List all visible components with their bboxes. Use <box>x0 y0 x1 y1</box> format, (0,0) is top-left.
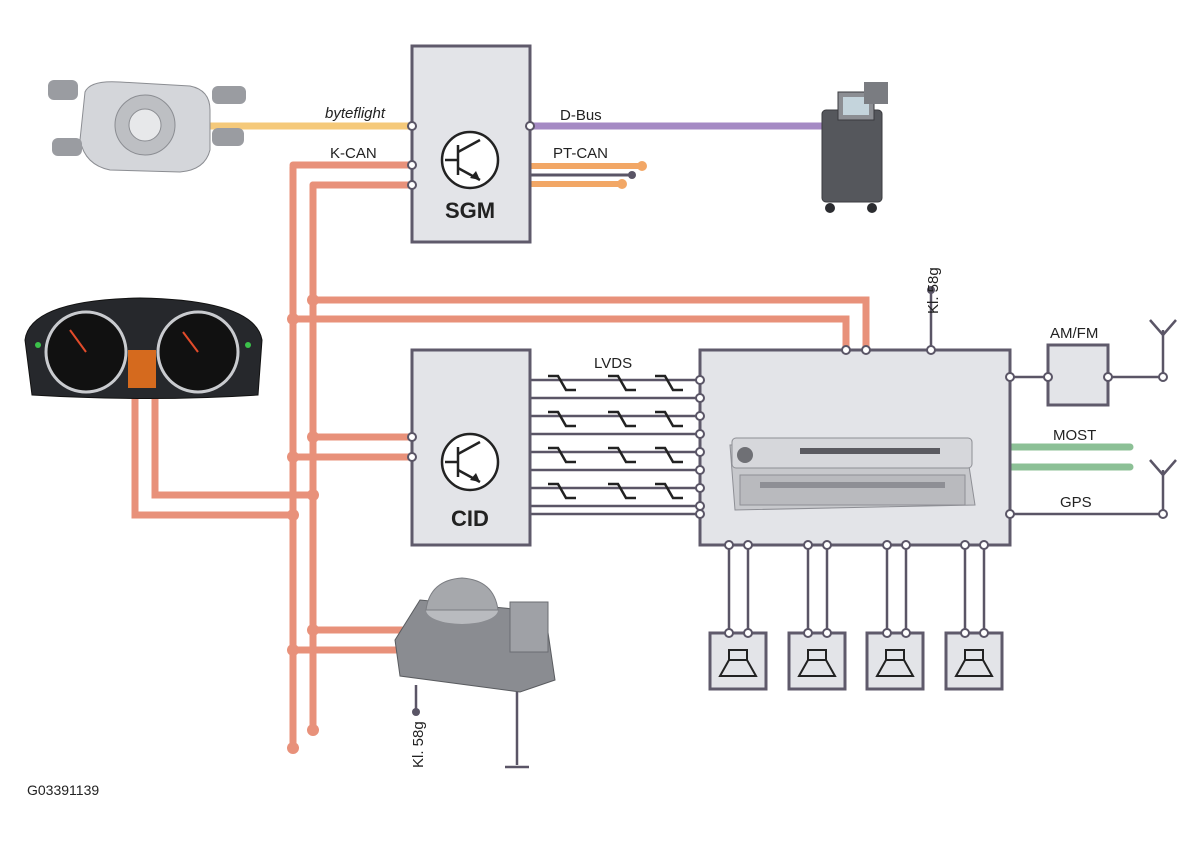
dbus-label: D-Bus <box>560 107 602 124</box>
gps-wiring <box>1010 459 1177 516</box>
kl58g-bottom-label: Kl. 58g <box>410 721 427 768</box>
ptcan-lines <box>530 161 647 189</box>
steering-column-switch-image <box>48 80 246 173</box>
most-lines <box>1006 443 1134 471</box>
speaker-boxes <box>708 631 1004 691</box>
byteflight-label: byteflight <box>325 105 386 122</box>
amfm-label: AM/FM <box>1050 325 1098 342</box>
lvds-lines <box>530 378 700 516</box>
sgm-label: SGM <box>445 198 495 223</box>
speaker-icon <box>797 649 837 677</box>
lvds-twist-marks <box>548 374 683 500</box>
head-unit-module <box>698 348 1012 547</box>
cid-label: CID <box>451 506 489 531</box>
speaker-icon <box>875 649 915 677</box>
kl58g-top-label: Kl. 58g <box>925 267 942 314</box>
most-label: MOST <box>1053 427 1096 444</box>
kcan-junction-dots <box>287 294 319 754</box>
cid-module: CID <box>410 348 532 547</box>
figure-id: G03391139 <box>27 782 99 798</box>
kcan-label: K-CAN <box>330 145 377 162</box>
connector-pins <box>407 121 1113 638</box>
sgm-module: SGM <box>410 44 532 244</box>
amfm-wiring <box>1010 319 1177 379</box>
kl58g-top-terminal <box>927 286 935 350</box>
instrument-cluster-image <box>24 297 263 399</box>
drive-unit-image <box>729 437 976 511</box>
speaker-wiring <box>727 545 986 633</box>
amfm-module <box>1046 343 1110 407</box>
kl58g-bottom-terminal <box>414 685 529 769</box>
gps-label: GPS <box>1060 494 1092 511</box>
controller-image <box>394 577 556 693</box>
speaker-4 <box>944 631 1004 691</box>
speaker-icon <box>954 649 994 677</box>
diagnostic-tester-image <box>821 82 888 213</box>
speaker-1 <box>708 631 768 691</box>
lvds-label: LVDS <box>594 355 632 372</box>
ptcan-label: PT-CAN <box>553 145 608 162</box>
speaker-icon <box>718 649 758 677</box>
speaker-2 <box>787 631 847 691</box>
speaker-3 <box>865 631 925 691</box>
